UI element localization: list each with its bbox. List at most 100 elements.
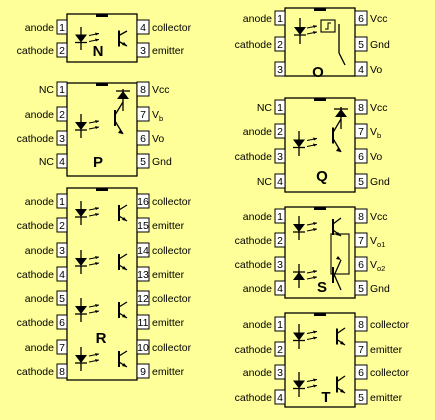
led-diode-icon	[75, 122, 87, 130]
phototransistor-icon	[118, 253, 128, 271]
package-letter: P	[93, 154, 103, 171]
pin-number: 6	[140, 133, 146, 145]
pin-number: 3	[277, 259, 283, 271]
pin-number: 16	[137, 196, 149, 208]
pin-box	[136, 217, 150, 233]
pin-label: Vo1	[370, 235, 385, 249]
pin-box	[136, 363, 150, 379]
pin-number: 3	[59, 133, 65, 145]
pin-box	[136, 153, 150, 169]
light-arrows-icon	[88, 353, 100, 363]
pin-label: anode	[243, 283, 272, 295]
pin-label: cathode	[235, 235, 273, 247]
phototransistor-icon	[332, 118, 342, 153]
pin-box	[354, 232, 368, 248]
pin-label: Gnd	[370, 39, 390, 51]
pin-number: 2	[277, 235, 283, 247]
led-diode-icon	[75, 34, 87, 43]
pin-number: 4	[277, 392, 283, 404]
pin-number: 1	[277, 319, 283, 331]
pin-label: Vo	[152, 133, 164, 145]
pin-box	[274, 364, 286, 380]
pin-number: 13	[137, 269, 149, 281]
pin-label: collector	[152, 342, 192, 354]
pin-label: anode	[243, 13, 272, 25]
pin-label: Vcc	[370, 102, 388, 114]
pin-box	[274, 232, 286, 248]
pin-label: collector	[152, 196, 192, 208]
pin-number: 4	[140, 22, 146, 34]
pin-number: 8	[140, 84, 146, 96]
pin1-notch-icon	[96, 83, 108, 86]
pin-number: 1	[277, 13, 283, 25]
phototransistor-icon	[336, 327, 346, 346]
pin-label: cathode	[17, 45, 55, 57]
pin-number: 9	[140, 366, 146, 378]
phototransistor-icon	[114, 101, 124, 135]
pin-box	[274, 341, 286, 357]
pin1-notch-icon	[96, 14, 108, 17]
pin-box	[136, 19, 150, 35]
pin-label: cathode	[235, 392, 273, 404]
dual-detector-icon	[330, 233, 350, 275]
pin-number: 6	[59, 317, 65, 329]
pin-label: Vb	[152, 109, 163, 123]
pin-number: 12	[137, 293, 149, 305]
pin-label: emitter	[152, 366, 185, 378]
pin-number: 5	[140, 156, 146, 168]
pin-number: 7	[358, 126, 364, 138]
light-arrows-icon	[88, 207, 100, 217]
pin-label: Vo	[370, 64, 382, 76]
pin-label: Vcc	[152, 84, 170, 96]
pin-label: anode	[243, 126, 272, 138]
pin-number: 1	[277, 211, 283, 223]
pin-number: 10	[137, 342, 149, 354]
pin-label: cathode	[17, 133, 55, 145]
pin-label: anode	[243, 319, 272, 331]
pin-label: cathode	[17, 269, 55, 281]
pin-label: collector	[152, 245, 192, 257]
pin-number: 3	[59, 245, 65, 257]
package-letter: Q	[316, 168, 328, 185]
pin-label: cathode	[17, 220, 55, 232]
pin-label: Vb	[370, 126, 381, 140]
pin-box	[136, 106, 150, 122]
pin1-notch-icon	[96, 188, 108, 191]
pin-number: 6	[358, 367, 364, 379]
pin-label: cathode	[17, 317, 55, 329]
led-diode-icon	[75, 209, 87, 217]
light-arrows-icon	[306, 222, 318, 232]
light-arrows-icon	[306, 330, 318, 340]
pin-box	[354, 36, 368, 52]
light-arrows-icon	[88, 304, 100, 314]
pin-number: 1	[59, 22, 65, 34]
phototransistor-icon	[336, 375, 346, 394]
led-diode-icon	[294, 27, 306, 35]
package-letter: T	[321, 389, 330, 406]
pin-box	[136, 42, 150, 58]
pin-box	[274, 389, 286, 405]
pin-box	[354, 280, 368, 296]
pin-box	[274, 99, 286, 115]
pin-number: 6	[358, 151, 364, 163]
phototransistor-icon	[118, 350, 128, 368]
pin-number: 5	[358, 392, 364, 404]
pin-box	[354, 99, 368, 115]
pin-box	[136, 130, 150, 146]
pin-label: cathode	[235, 344, 273, 356]
pin-box	[354, 364, 368, 380]
pin-label: emitter	[152, 45, 185, 57]
led-diode-icon	[293, 224, 305, 232]
pin-label: cathode	[235, 151, 273, 163]
phototransistor-icon	[118, 204, 128, 222]
pin-number: 3	[140, 45, 146, 57]
pin1-notch-icon	[314, 98, 326, 101]
pin-label: Vo2	[370, 259, 385, 273]
pin-label: collector	[152, 22, 192, 34]
photodiode-icon	[117, 91, 129, 99]
pin-number: 4	[59, 156, 65, 168]
package-letter: N	[93, 43, 104, 60]
pin-box	[56, 363, 68, 379]
pin-label: anode	[243, 367, 272, 379]
